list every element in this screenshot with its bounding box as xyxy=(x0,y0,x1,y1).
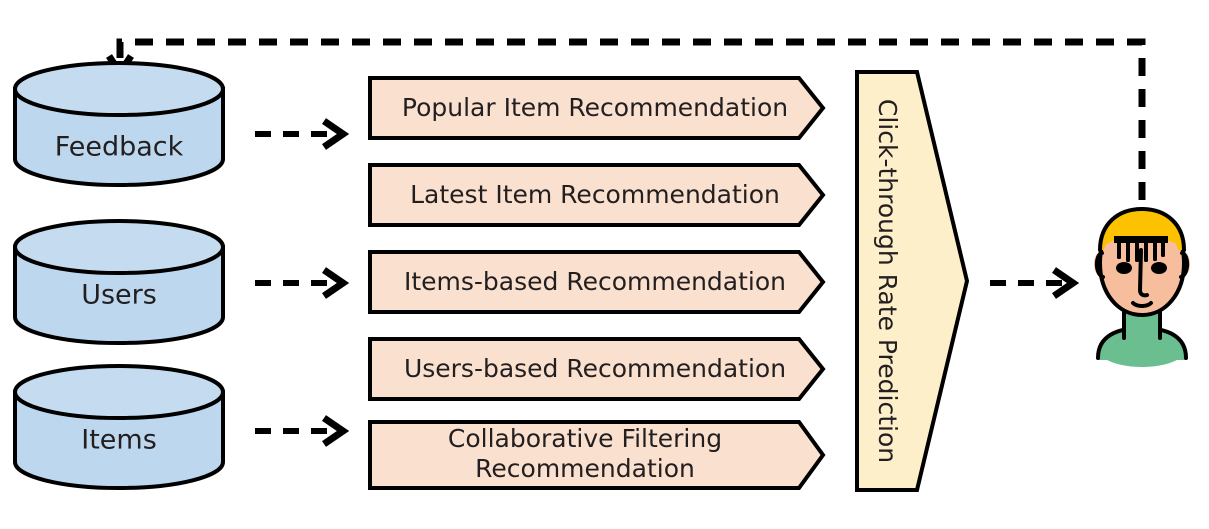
database-feedback[interactable]: Feedback xyxy=(13,61,225,187)
avatar-eye-left xyxy=(1116,262,1132,274)
items-cylinder-top xyxy=(13,364,225,420)
items-arrow-head xyxy=(322,415,350,447)
collaborative-filtering-chevron xyxy=(368,420,826,490)
recommender-popular-item-label: Popular Item Recommendation xyxy=(402,93,788,122)
connection-prediction-to-user xyxy=(990,267,1080,299)
database-feedback-label: Feedback xyxy=(55,132,184,163)
recommender-users-based[interactable]: Users-based Recommendation xyxy=(368,337,826,401)
recommender-latest-item-label: Latest Item Recommendation xyxy=(410,180,780,209)
feedback-arrow-head xyxy=(322,118,350,150)
database-items-label: Items xyxy=(81,425,157,456)
recommender-collaborative-filtering[interactable]: Collaborative Filtering Recommendation xyxy=(368,420,826,490)
connection-feedback-to-recommenders xyxy=(255,118,350,150)
recommender-items-based-label: Items-based Recommendation xyxy=(404,267,786,296)
users-cylinder-top xyxy=(13,219,225,275)
ctr-prediction-label: Click-through Rate Prediction xyxy=(873,99,902,463)
avatar-hair-bangs xyxy=(1114,236,1168,262)
avatar-hair-cap xyxy=(1100,210,1184,252)
click-through-rate-prediction-block[interactable]: Click-through Rate Prediction xyxy=(855,70,970,492)
feedback-loop-line xyxy=(116,38,1146,200)
end-user-avatar[interactable] xyxy=(1094,207,1190,367)
recommender-users-based-label: Users-based Recommendation xyxy=(404,354,786,383)
database-users-label: Users xyxy=(81,280,157,311)
database-items[interactable]: Items xyxy=(13,364,225,490)
users-arrow-head xyxy=(322,267,350,299)
avatar-shoulder-ellipse xyxy=(1098,331,1186,367)
recommender-latest-item[interactable]: Latest Item Recommendation xyxy=(368,163,826,227)
recommender-collaborative-filtering-label-line1: Collaborative Filtering xyxy=(448,424,722,453)
database-users[interactable]: Users xyxy=(13,219,225,345)
recommender-items-based[interactable]: Items-based Recommendation xyxy=(368,250,826,314)
avatar-hair-outline xyxy=(1098,207,1186,252)
users-based-chevron xyxy=(368,337,826,401)
connection-items-to-recommenders xyxy=(255,415,350,447)
ctr-prediction-chevron xyxy=(855,70,970,492)
recommender-popular-item[interactable]: Popular Item Recommendation xyxy=(368,76,826,140)
recommender-collaborative-filtering-label-line2: Recommendation xyxy=(475,454,695,483)
latest-item-chevron xyxy=(368,163,826,227)
avatar-mouth xyxy=(1131,301,1153,308)
prediction-user-arrow-head xyxy=(1052,267,1080,299)
avatar-nose xyxy=(1138,248,1149,298)
avatar-eye-right xyxy=(1151,262,1167,274)
items-based-chevron xyxy=(368,250,826,314)
connection-users-to-recommenders xyxy=(255,267,350,299)
popular-item-chevron xyxy=(368,76,826,140)
feedback-cylinder-top xyxy=(13,61,225,117)
